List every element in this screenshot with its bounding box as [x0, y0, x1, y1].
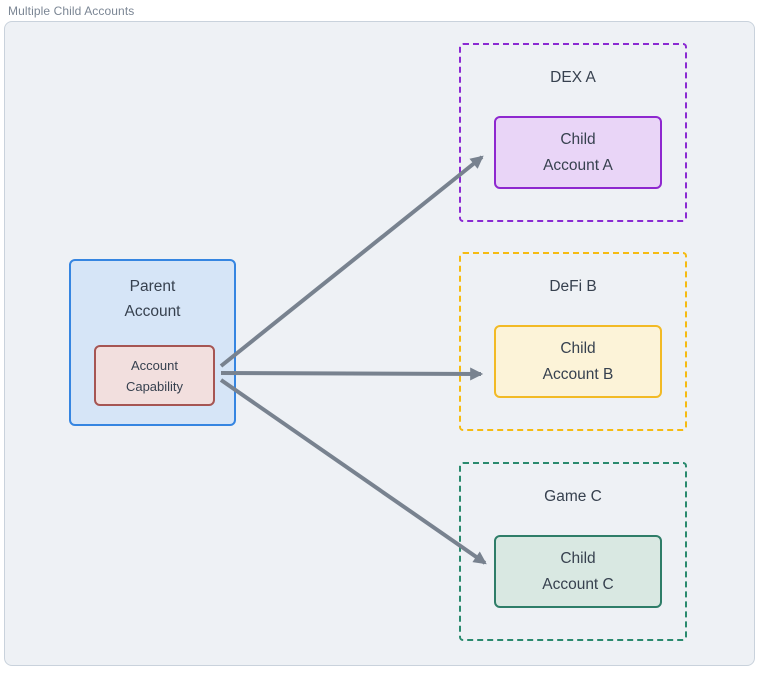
child-account-c-label: Child Account C — [542, 549, 614, 593]
diagram-title: Multiple Child Accounts — [8, 4, 135, 18]
child-account-a-label: Child Account A — [543, 130, 613, 174]
parent-account-node: Parent Account Account Capability — [69, 259, 236, 426]
defi-b-group: DeFi B Child Account B — [459, 252, 687, 431]
game-c-group-label: Game C — [544, 488, 602, 505]
dex-a-group-label: DEX A — [550, 69, 596, 86]
child-account-b-label: Child Account B — [542, 339, 614, 383]
child-account-b-node: Child Account B — [494, 325, 662, 398]
account-capability-label: Account Capability — [125, 357, 184, 394]
dex-a-group: DEX A Child Account A — [459, 43, 687, 222]
parent-account-label: Parent Account — [124, 278, 181, 320]
defi-b-group-label: DeFi B — [549, 278, 597, 295]
account-capability-node: Account Capability — [94, 345, 215, 406]
child-account-c-node: Child Account C — [494, 535, 662, 608]
child-account-a-node: Child Account A — [494, 116, 662, 189]
game-c-group: Game C Child Account C — [459, 462, 687, 641]
